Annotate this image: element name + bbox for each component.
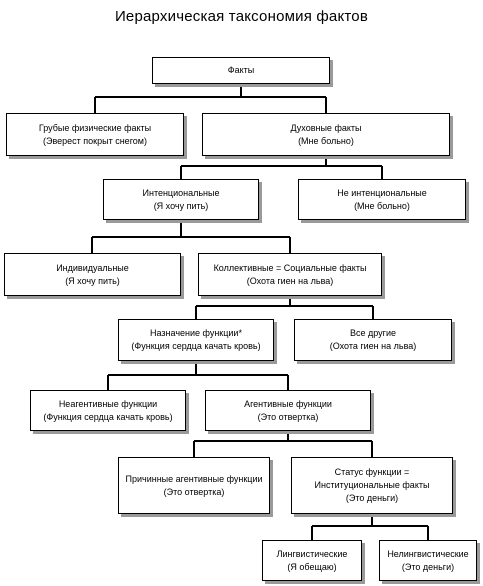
node-text-line: (Я обещаю) (287, 561, 337, 572)
node-text-line: (Я хочу пить) (153, 200, 209, 211)
node-facts: Факты (152, 57, 330, 84)
node-text-line: Индивидуальные (56, 262, 129, 273)
edge-mental (180, 156, 383, 179)
node-function-assignment: Назначение функции* (Функция сердца качат… (118, 319, 274, 361)
node-text-line: Причинные агентивные функции (125, 473, 263, 484)
node-text-line: (Я хочу пить) (65, 275, 120, 286)
node-text-line: Факты (227, 65, 255, 75)
node-text-line: (Функция сердца качать кровь) (43, 411, 173, 422)
node-text-line: (Охота гиен на льва) (329, 341, 417, 351)
node-text-line: Нелингвистические (387, 548, 469, 559)
edge-intentional (91, 220, 291, 253)
diagram-title: Иерархическая таксономия фактов (114, 8, 369, 25)
node-causal-agentive: Причинные агентивные функции (Это отвертк… (118, 457, 270, 514)
node-all-other: Все другие (Охота гиен на льва) (294, 319, 452, 361)
edge-function (107, 361, 289, 390)
node-intentional: Интенциональные (Я хочу пить) (103, 179, 259, 220)
node-text-line: Грубые физические факты (38, 122, 152, 133)
node-text-line: Лингвистические (276, 548, 348, 559)
node-text-line: (Это отвертка) (163, 486, 225, 497)
node-text-line: Коллективные = Социальные факты (213, 262, 367, 273)
node-text-line: (Это деньги) (401, 561, 455, 572)
node-status-function: Статус функции = Институциональные факты (… (291, 457, 453, 514)
node-text-line: (Мне больно) (354, 200, 410, 211)
node-text-line: (Это отвертка) (257, 411, 319, 422)
node-text-line: (Охота гиен на льва) (246, 275, 334, 286)
node-text-line: (Эверест покрыт снегом) (43, 135, 147, 146)
node-mental-facts: Духовные факты (Мне больно) (202, 113, 450, 156)
node-non-intentional: Не интенциональные (Мне больно) (298, 179, 466, 220)
edge-status (311, 514, 429, 540)
node-text-line: Статус функции = (334, 467, 410, 477)
node-text-line: Интенциональные (142, 187, 220, 198)
node-text-line: (Это деньги) (345, 493, 399, 503)
node-collective: Коллективные = Социальные факты (Охота ги… (198, 253, 382, 296)
node-text-line: Институциональные факты (314, 480, 430, 490)
node-text-line: (Функция сердца качать кровь) (131, 341, 261, 351)
node-text-line: Все другие (350, 328, 396, 338)
edge-agentive (193, 431, 373, 457)
node-text-line: Не интенциональные (337, 187, 427, 198)
node-non-agentive: Неагентивные функции (Функция сердца кача… (30, 390, 186, 431)
node-text-line: Неагентивные функции (58, 398, 158, 409)
node-linguistic: Лингвистические (Я обещаю) (262, 540, 362, 581)
node-agentive: Агентивные функции (Это отвертка) (205, 390, 371, 431)
node-individual: Индивидуальные (Я хочу пить) (4, 253, 181, 296)
edge-collective (195, 296, 374, 319)
node-non-linguistic: Нелингвистические (Это деньги) (379, 540, 477, 581)
node-text-line: (Мне больно) (298, 135, 354, 146)
node-text-line: Агентивные функции (244, 398, 332, 409)
node-text-line: Духовные факты (290, 122, 362, 133)
node-text-line: Назначение функции* (150, 328, 242, 338)
edge-facts (94, 84, 327, 113)
node-brute-facts: Грубые физические факты (Эверест покрыт с… (6, 113, 184, 156)
